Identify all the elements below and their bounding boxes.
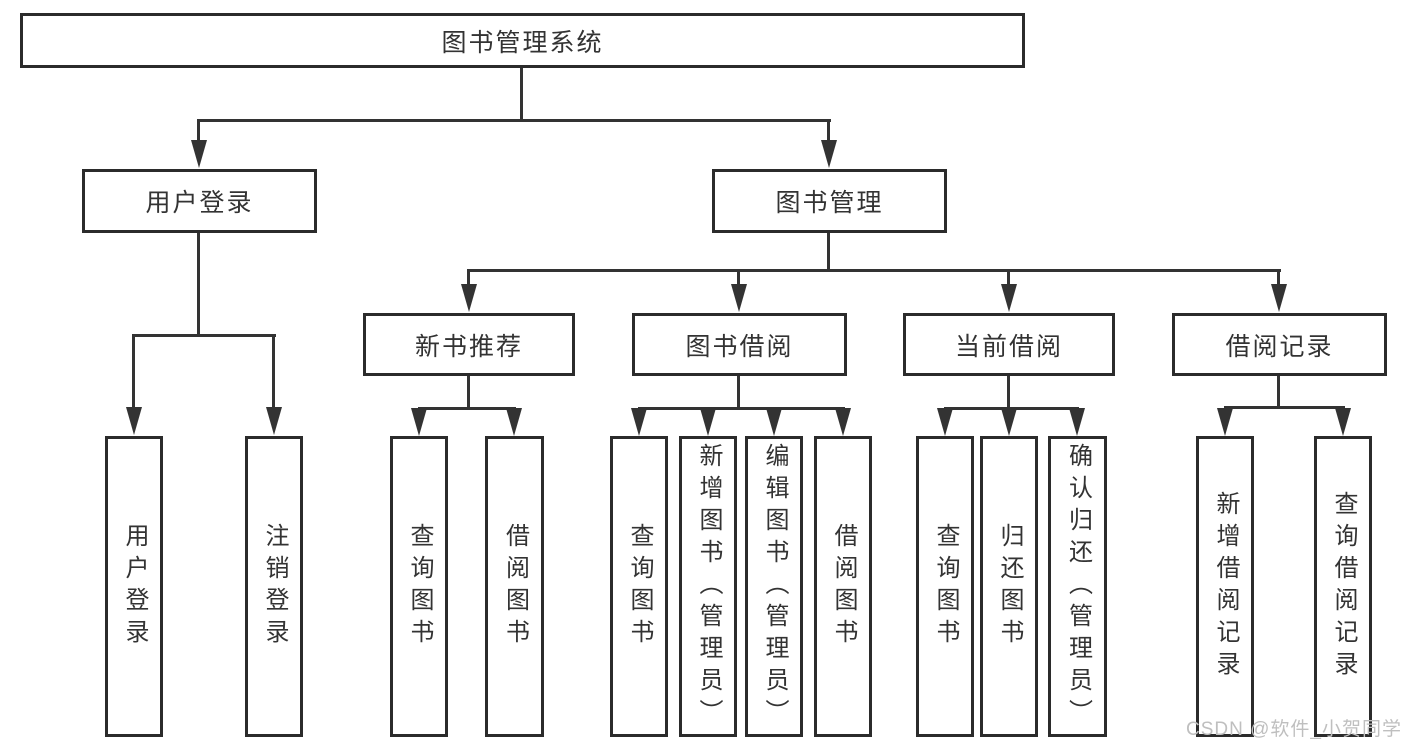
connector-line [1224,406,1345,409]
leaf-borrow-edit-books-admin: 编辑图书（管理员） [745,436,803,737]
connector-line [638,407,845,410]
node-label: 用户登录 [145,189,254,217]
connector-arrowhead [1001,408,1017,436]
connector-line [1277,376,1280,409]
connector-line [133,334,276,337]
node-label: 新增借阅记录 [1212,490,1239,683]
node-label: 用户登录 [121,522,148,651]
leaf-logout: 注销登录 [245,436,303,737]
connector-line [737,269,740,294]
node-label: 确认归还（管理员） [1064,442,1092,731]
connector-line [467,269,470,294]
connector-line [827,119,830,154]
connector-line [198,119,831,122]
connector-arrowhead [1069,408,1085,436]
connector-line [737,376,740,410]
node-label: 图书管理 [775,189,884,217]
connector-arrowhead [191,140,207,168]
connector-line [1007,269,1010,294]
node-borrow-records: 借阅记录 [1172,313,1387,376]
connector-line [197,119,200,154]
leaf-borrow-borrow-books: 借阅图书 [814,436,872,737]
node-label: 编辑图书（管理员） [761,442,788,731]
node-label: 借阅图书 [830,522,857,651]
node-user-login: 用户登录 [82,169,317,233]
connector-line [827,233,830,272]
connector-line [520,68,523,121]
node-current-borrow: 当前借阅 [903,313,1115,376]
connector-arrowhead [821,140,837,168]
csdn-watermark: CSDN @软件_小贺同学 [1186,719,1402,740]
connector-arrowhead [126,407,142,435]
connector-arrowhead [411,408,427,436]
node-label: 借阅图书 [501,522,529,651]
connector-arrowhead [1335,408,1351,436]
connector-arrowhead [1217,408,1233,436]
node-label: 图书管理系统 [441,28,604,57]
connector-line [468,269,1281,272]
node-label: 查询借阅记录 [1330,490,1357,683]
connector-arrowhead [766,408,782,436]
node-root: 图书管理系统 [20,13,1025,68]
connector-arrowhead [700,408,716,436]
node-book-management: 图书管理 [712,169,947,233]
connector-arrowhead [1271,284,1287,312]
node-label: 新书推荐 [414,332,523,361]
connector-arrowhead [266,407,282,435]
node-label: 注销登录 [261,522,288,651]
connector-line [467,376,470,410]
connector-arrowhead [937,408,953,436]
node-label: 查询图书 [406,522,433,651]
node-label: 查询图书 [626,522,653,651]
connector-line [272,334,275,414]
node-label: 图书借阅 [685,332,794,361]
connector-arrowhead [1001,284,1017,312]
leaf-current-query-books: 查询图书 [916,436,974,737]
leaf-recommend-borrow-books: 借阅图书 [485,436,544,737]
leaf-borrow-add-books-admin: 新增图书（管理员） [679,436,737,737]
node-label: 归还图书 [996,522,1023,651]
node-label: 借阅记录 [1225,332,1334,361]
leaf-current-return-books: 归还图书 [980,436,1038,737]
connector-line [1007,376,1010,410]
node-new-book-recommend: 新书推荐 [363,313,575,376]
connector-arrowhead [631,408,647,436]
connector-arrowhead [506,408,522,436]
leaf-recommend-query-books: 查询图书 [390,436,448,737]
connector-arrowhead [835,408,851,436]
node-book-borrow: 图书借阅 [632,313,847,376]
connector-line [1277,269,1280,294]
leaf-user-login: 用户登录 [105,436,163,737]
leaf-current-confirm-return-admin: 确认归还（管理员） [1048,436,1107,737]
connector-line [197,233,200,337]
node-label: 查询图书 [932,522,959,651]
node-label: 新增图书（管理员） [695,442,722,731]
connector-arrowhead [461,284,477,312]
connector-line [418,407,516,410]
node-label: 当前借阅 [954,332,1063,361]
connector-line [132,334,135,414]
connector-arrowhead [731,284,747,312]
leaf-borrow-query-books: 查询图书 [610,436,668,737]
leaf-records-add-record: 新增借阅记录 [1196,436,1254,737]
leaf-records-query-record: 查询借阅记录 [1314,436,1372,737]
